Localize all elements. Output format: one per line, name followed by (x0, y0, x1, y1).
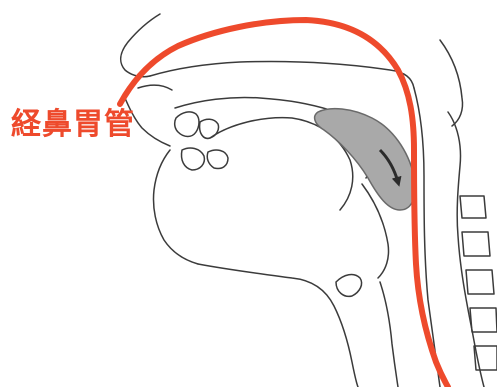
nasogastric-tube-label: 経鼻胃管 (11, 110, 135, 140)
nostril-line (138, 85, 172, 90)
upper-teeth-2 (200, 119, 219, 138)
lower-teeth-2 (207, 150, 228, 169)
upper-teeth (175, 112, 199, 137)
nose-contour (121, 14, 160, 77)
lower-teeth (181, 148, 204, 170)
head-outline (121, 14, 497, 387)
lower-lip-chin (153, 150, 198, 264)
vertebra-1 (460, 196, 486, 218)
jaw-line (198, 264, 358, 387)
vertebra-4 (470, 308, 497, 332)
bolus (315, 109, 416, 210)
hyoid (336, 275, 362, 297)
hard-palate (175, 97, 330, 110)
nasal-roof (150, 61, 414, 88)
skull-back (440, 40, 463, 126)
vertebra-2 (462, 232, 490, 256)
larynx (380, 282, 398, 387)
vertebra-3 (466, 270, 494, 294)
